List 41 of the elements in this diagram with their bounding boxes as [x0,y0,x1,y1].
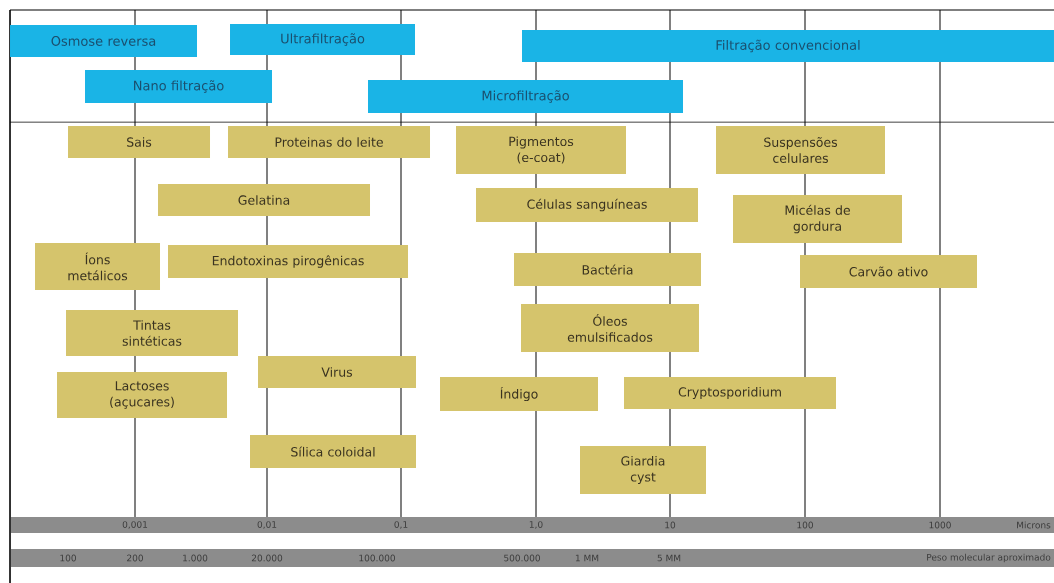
particle-box: Proteinas do leite [228,126,430,158]
scale-label: 5 MM [657,554,681,562]
particle-box: Células sanguíneas [476,188,698,222]
scale-label: 200 [127,554,143,562]
scale-label: 1 MM [575,554,599,562]
particle-box: Virus [258,356,416,388]
particle-box: Índigo [440,377,598,411]
particle-box: Gelatina [158,184,370,216]
scale-label: Peso molecular aproximado [927,553,1051,563]
scale-label: 100 [797,521,813,529]
scale-label: 100.000 [359,554,395,562]
scale-label: 100 [60,554,76,562]
particle-box: Tintas sintéticas [66,310,238,356]
membrane-process-bar: Nano filtração [85,70,272,103]
membrane-process-bar: Ultrafiltração [230,24,415,55]
scale-label: 1,0 [529,521,543,529]
particle-box: Óleos emulsificados [521,304,699,352]
particle-box: Giardia cyst [580,446,706,494]
scale-label: 0,01 [257,521,277,529]
scale-label: 0,001 [122,521,148,529]
membrane-process-bar: Osmose reversa [10,25,197,57]
particle-box: Pigmentos (e-coat) [456,126,626,174]
scale-label: Microns [1017,521,1051,529]
membrane-process-bar: Microfiltração [368,80,683,113]
particle-box: Suspensões celulares [716,126,885,174]
particle-box: Lactoses (açucares) [57,372,227,418]
scale-label: 500.000 [504,554,540,562]
particle-box: Bactéria [514,253,701,286]
scale-label: 20.000 [251,554,283,562]
membrane-process-bar: Filtração convencional [522,30,1054,62]
particle-box: Endotoxinas pirogênicas [168,245,408,278]
particle-box: Sais [68,126,210,158]
particle-box: Micélas de gordura [733,195,902,243]
particle-box: Sílica coloidal [250,435,416,468]
particle-box: Cryptosporidium [624,377,836,409]
scale-label: 1.000 [183,554,208,562]
scale-label: 0,1 [394,521,408,529]
scale-label: 10 [665,521,676,529]
particle-box: Íons metálicos [35,243,160,290]
scale-label: 1000 [929,521,951,529]
particle-box: Carvão ativo [800,255,977,288]
